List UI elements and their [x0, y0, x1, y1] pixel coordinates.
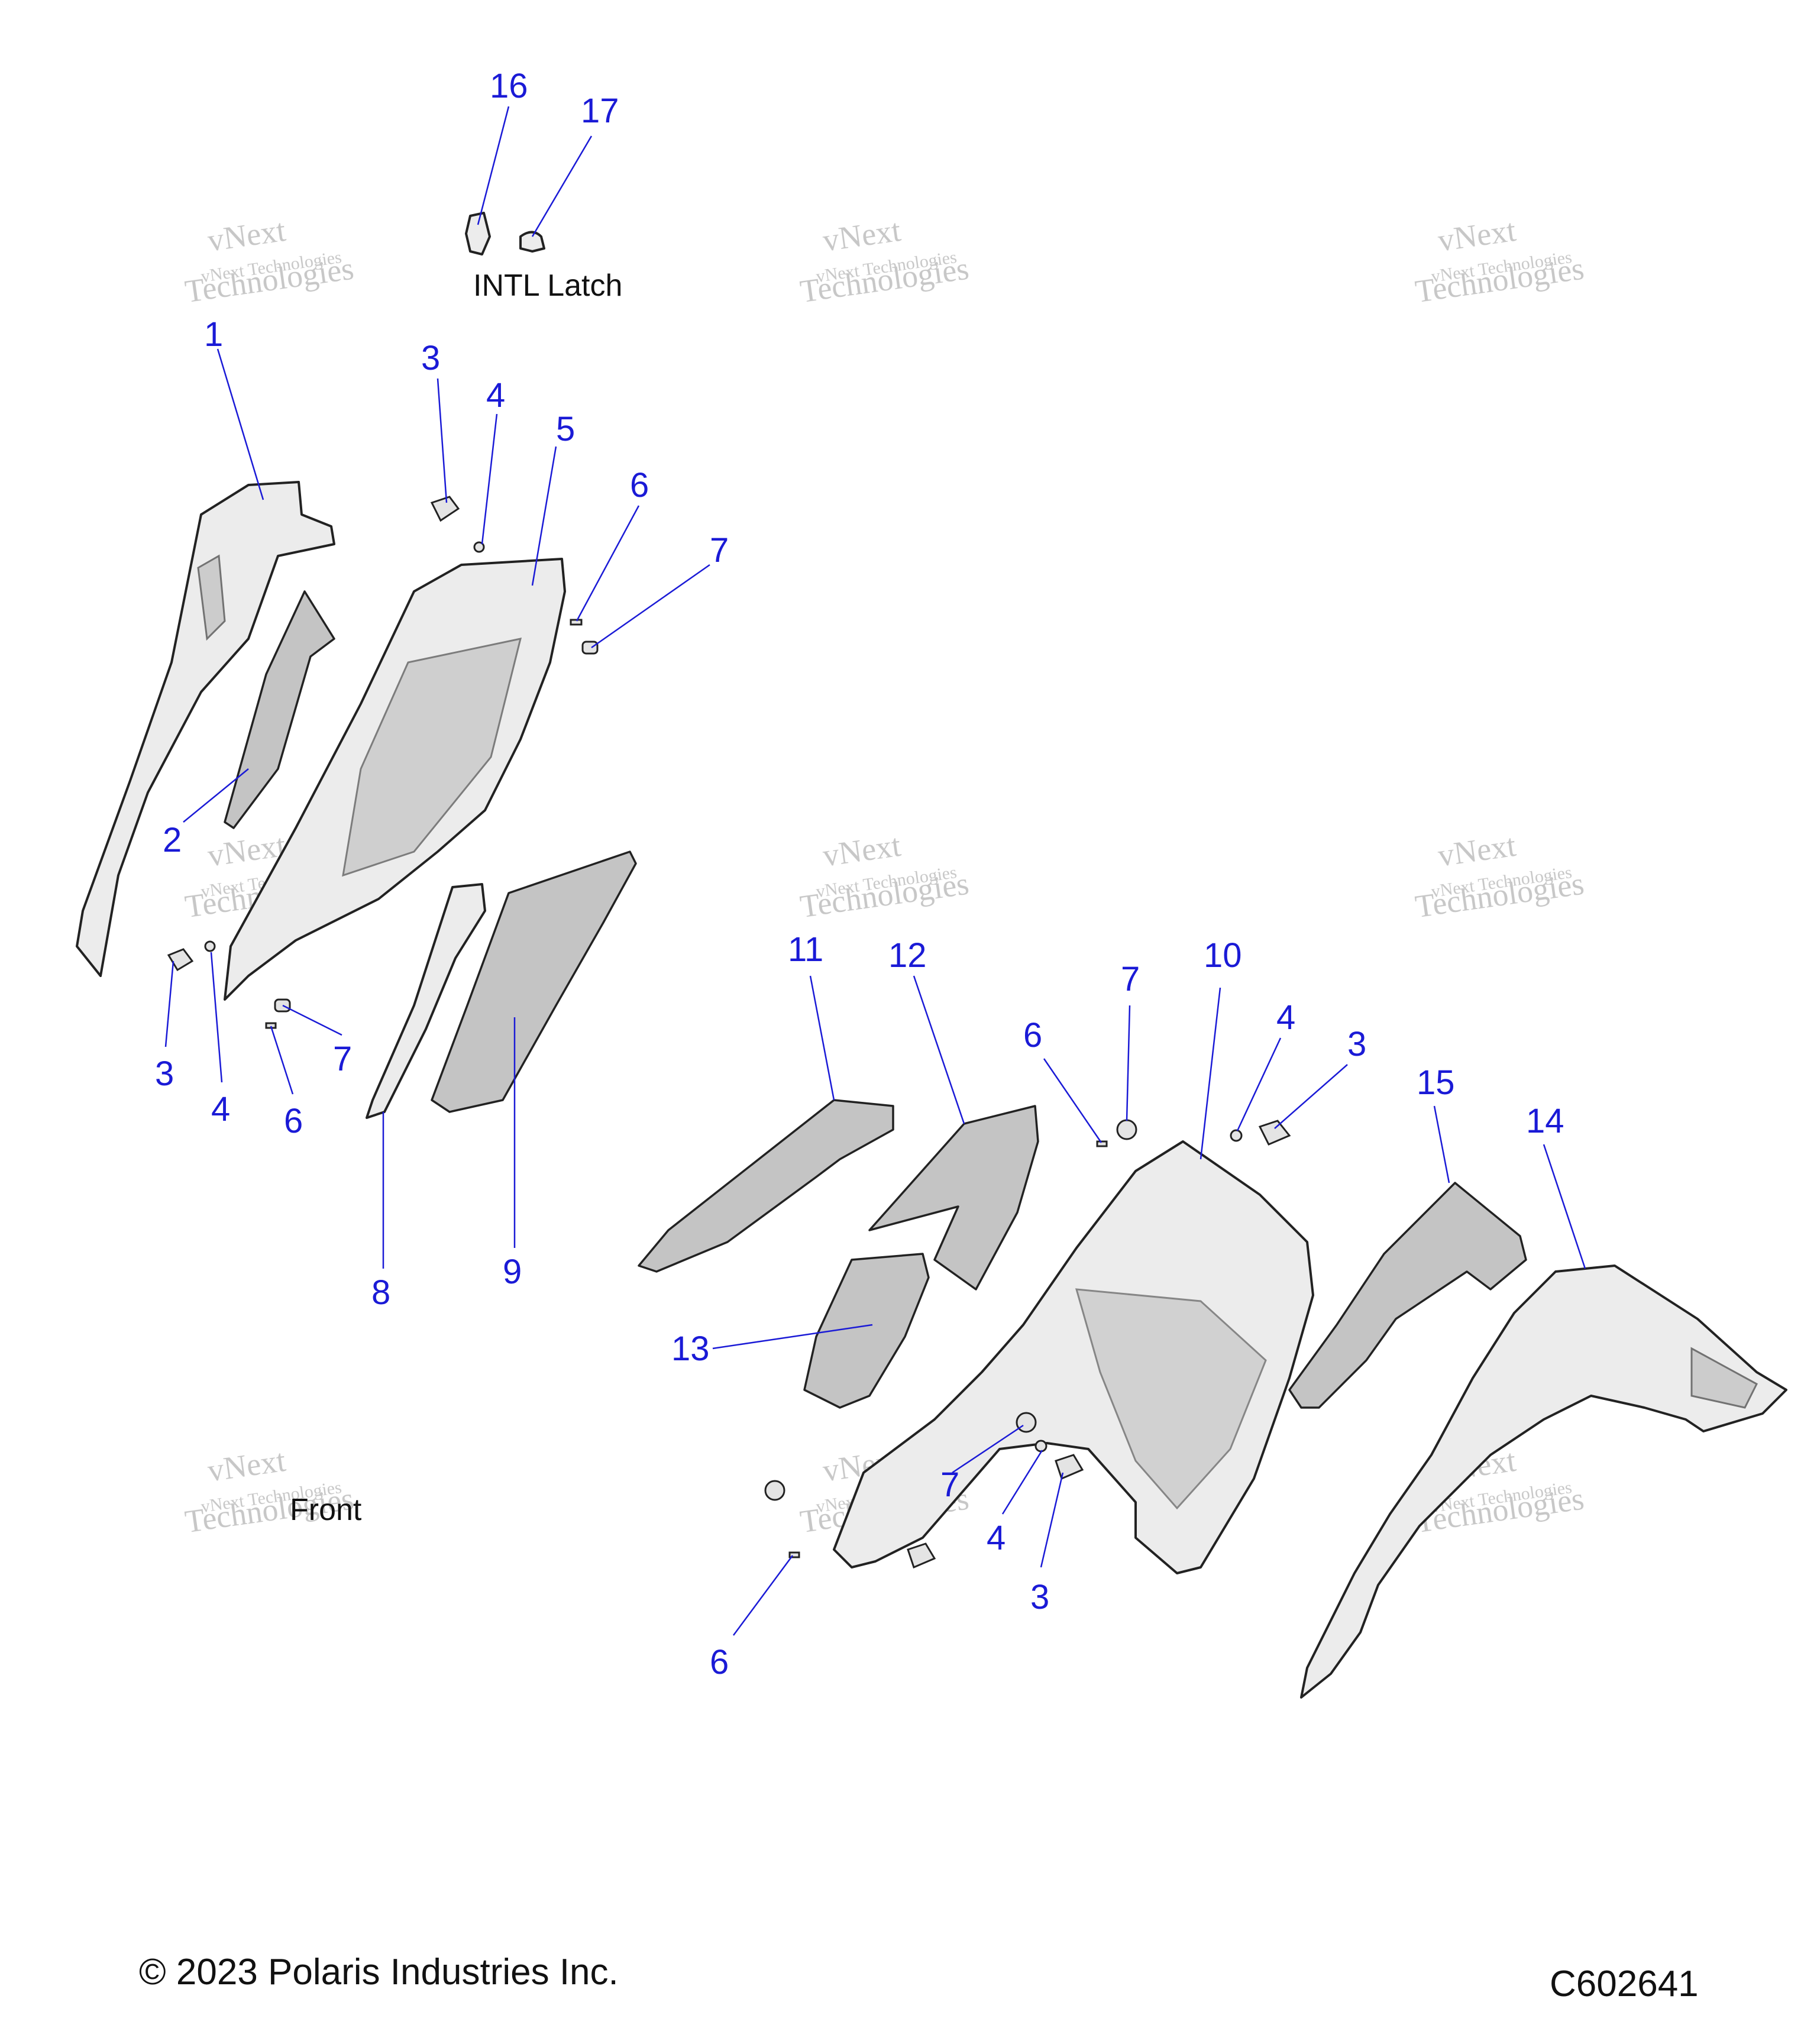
- part-7-grommet-lower: [274, 998, 291, 1013]
- callout-11: 11: [788, 930, 823, 969]
- copyright-text: © 2023 Polaris Industries Inc.: [139, 1952, 619, 1993]
- callout-7: 7: [710, 531, 729, 570]
- callout-4: 4: [486, 376, 505, 415]
- callout-8: 8: [371, 1273, 390, 1312]
- watermark: vNext Technologies vNext Technologies: [798, 827, 971, 924]
- part-7-grommet-right: [1116, 1119, 1137, 1140]
- part-13-pad: [803, 1253, 930, 1409]
- callout-13: 13: [671, 1330, 710, 1368]
- front-caption: Front: [290, 1493, 362, 1527]
- callout-9: 9: [503, 1253, 522, 1291]
- part-4-washer-lower: [204, 940, 216, 952]
- part-7-grommet: [581, 641, 599, 655]
- right-panel-assembly: [638, 1099, 1787, 1699]
- callout-5: 5: [556, 410, 575, 448]
- grommet-extra: [764, 1480, 785, 1501]
- callout-14: 14: [1526, 1102, 1564, 1140]
- part-14-vent: [1690, 1347, 1758, 1409]
- callout-6: 6: [630, 466, 649, 504]
- part-6-screw-lower-right: [788, 1551, 800, 1558]
- part-9-pad: [431, 850, 637, 1113]
- left-panel-assembly: [76, 481, 637, 1119]
- callout-7-lower: 7: [333, 1040, 352, 1078]
- callout-3-right: 3: [1347, 1025, 1366, 1063]
- callout-3-lower-right: 3: [1030, 1578, 1049, 1616]
- callout-16: 16: [490, 67, 528, 105]
- part-4-washer: [473, 541, 485, 553]
- callout-4-right: 4: [1276, 998, 1295, 1037]
- callout-6-lower: 6: [284, 1102, 303, 1140]
- fastener-extra: [907, 1542, 936, 1569]
- svg-text:vNext: vNext: [205, 212, 287, 258]
- part-6-screw: [570, 619, 583, 626]
- callout-6-lower-right: 6: [710, 1643, 729, 1681]
- latch-17: [519, 231, 545, 253]
- part-3-fastener-lower-right: [1055, 1454, 1084, 1480]
- callout-6-right: 6: [1023, 1016, 1042, 1055]
- callout-4-lower-right: 4: [987, 1519, 1006, 1557]
- part-3-fastener-lower: [167, 948, 194, 972]
- part-12-pad: [868, 1105, 1039, 1291]
- callout-10: 10: [1204, 936, 1242, 975]
- callout-7-lower-right: 7: [940, 1466, 959, 1504]
- callout-17: 17: [581, 92, 619, 130]
- part-2-pad: [224, 590, 335, 829]
- diagram-id: C602641: [1550, 1964, 1699, 2004]
- svg-text:vNext: vNext: [820, 212, 903, 258]
- latch-16: [465, 212, 491, 256]
- part-3-fastener: [430, 496, 460, 522]
- callout-2: 2: [163, 821, 182, 859]
- part-14-outer-panel: [1300, 1264, 1787, 1699]
- callout-1: 1: [204, 315, 223, 354]
- part-8-strip: [366, 883, 486, 1119]
- part-4-washer-right: [1230, 1129, 1243, 1142]
- callout-3-lower: 3: [155, 1055, 174, 1093]
- leader-lines: [164, 106, 1586, 1636]
- part-3-fastener-right: [1258, 1120, 1291, 1146]
- part-1-vent: [197, 554, 226, 641]
- svg-text:vNext: vNext: [820, 827, 903, 874]
- callout-3: 3: [421, 339, 440, 377]
- watermark: vNext Technologies vNext Technologies: [183, 212, 356, 309]
- watermark: vNext Technologies vNext Technologies: [798, 212, 971, 309]
- part-11-pad: [638, 1099, 894, 1273]
- watermark: vNext Technologies vNext Technologies: [1413, 827, 1586, 924]
- callout-7-right: 7: [1121, 960, 1140, 998]
- intl-latch-caption: INTL Latch: [473, 269, 622, 303]
- part-6-screw-right: [1096, 1140, 1108, 1147]
- part-10-interior: [1075, 1288, 1267, 1510]
- part-4-washer-lower-right: [1034, 1440, 1047, 1453]
- callout-12: 12: [888, 936, 927, 975]
- callout-labels: 1 2 3 4 5 6 7 3 4 6 7 8 9 16 17 11 12 13…: [155, 67, 1564, 1681]
- part-5-interior: [342, 638, 522, 877]
- svg-text:vNext: vNext: [1436, 827, 1518, 874]
- callout-4-lower: 4: [211, 1090, 230, 1128]
- watermark: vNext Technologies vNext Technologies: [1413, 212, 1586, 309]
- callout-15: 15: [1417, 1063, 1455, 1102]
- part-15-pad: [1288, 1182, 1527, 1409]
- svg-text:vNext: vNext: [205, 1443, 287, 1489]
- svg-text:vNext: vNext: [1436, 212, 1518, 258]
- part-7-grommet-lower-right: [1016, 1412, 1037, 1433]
- intl-latch-parts: INTL Latch: [465, 212, 622, 303]
